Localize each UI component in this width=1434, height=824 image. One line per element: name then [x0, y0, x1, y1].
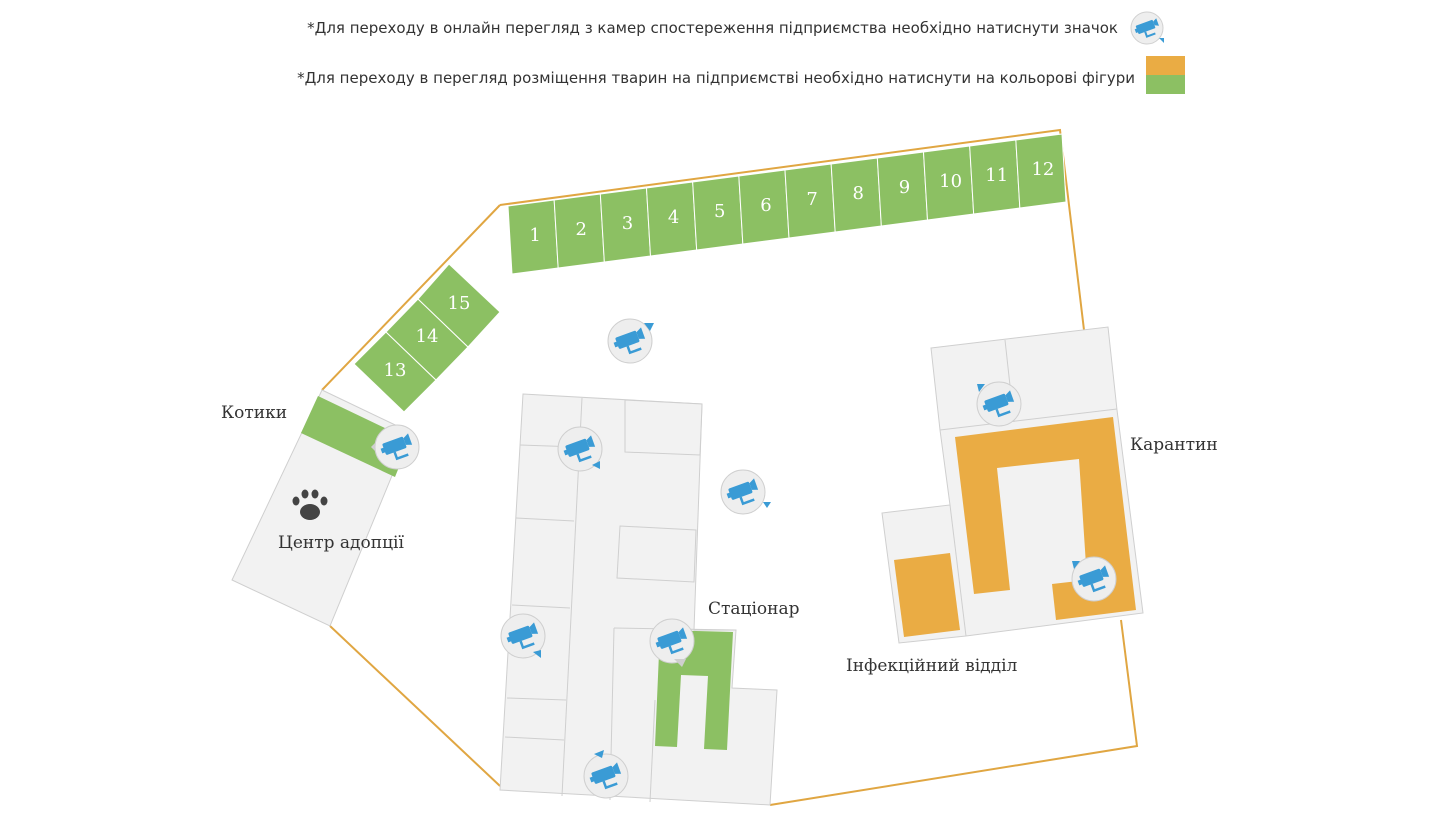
enclosure-number: 15 — [448, 293, 471, 314]
cats-label: Котики — [221, 403, 287, 423]
inpatient-label: Стаціонар — [708, 599, 800, 619]
enclosure-number: 14 — [416, 326, 439, 347]
enclosure-number: 6 — [760, 195, 771, 216]
infectious-enclosure[interactable] — [894, 553, 960, 637]
enclosure-number: 5 — [714, 201, 725, 222]
side-enclosures: 13 14 15 — [353, 263, 501, 413]
enclosure-12[interactable] — [1015, 133, 1067, 209]
infectious-label: Інфекційний відділ — [846, 656, 1018, 676]
adoption-label: Центр адопції — [278, 533, 404, 553]
camera-icon[interactable] — [606, 317, 654, 365]
camera-icon[interactable] — [556, 425, 604, 473]
enclosure-number: 2 — [576, 219, 587, 240]
enclosure-number: 10 — [939, 171, 962, 192]
enclosure-number: 9 — [899, 177, 910, 198]
enclosure-15[interactable] — [417, 263, 501, 348]
legend-green-swatch[interactable] — [1146, 75, 1185, 94]
quarantine-label: Карантин — [1130, 435, 1218, 455]
camera-icon[interactable] — [648, 617, 696, 667]
site-boundary — [499, 128, 1085, 331]
camera-icon[interactable] — [499, 612, 547, 660]
camera-legend-note: *Для переходу в онлайн перегляд з камер … — [307, 19, 1118, 37]
camera-icon[interactable] — [719, 468, 771, 516]
camera-icon[interactable] — [582, 750, 630, 800]
site-boundary — [321, 204, 501, 391]
enclosure-number: 11 — [985, 165, 1008, 186]
enclosure-number: 3 — [622, 213, 633, 234]
camera-icon[interactable] — [975, 380, 1023, 428]
enclosure-number: 4 — [668, 207, 679, 228]
animals-legend-note: *Для переходу в перегляд розміщення твар… — [297, 69, 1135, 87]
enclosure-number: 13 — [384, 360, 407, 381]
enclosure-number: 7 — [806, 189, 817, 210]
camera-icon[interactable] — [1070, 555, 1118, 603]
camera-icon[interactable] — [1129, 10, 1165, 46]
cameras — [371, 317, 1118, 800]
enclosure-number: 8 — [853, 183, 864, 204]
paw-icon — [292, 489, 328, 520]
legend-orange-swatch[interactable] — [1146, 56, 1185, 75]
site-boundary — [769, 619, 1139, 806]
camera-icon[interactable] — [371, 423, 421, 471]
site-boundary — [329, 625, 501, 787]
enclosure-number: 12 — [1031, 159, 1054, 180]
enclosure-number: 1 — [529, 225, 540, 246]
